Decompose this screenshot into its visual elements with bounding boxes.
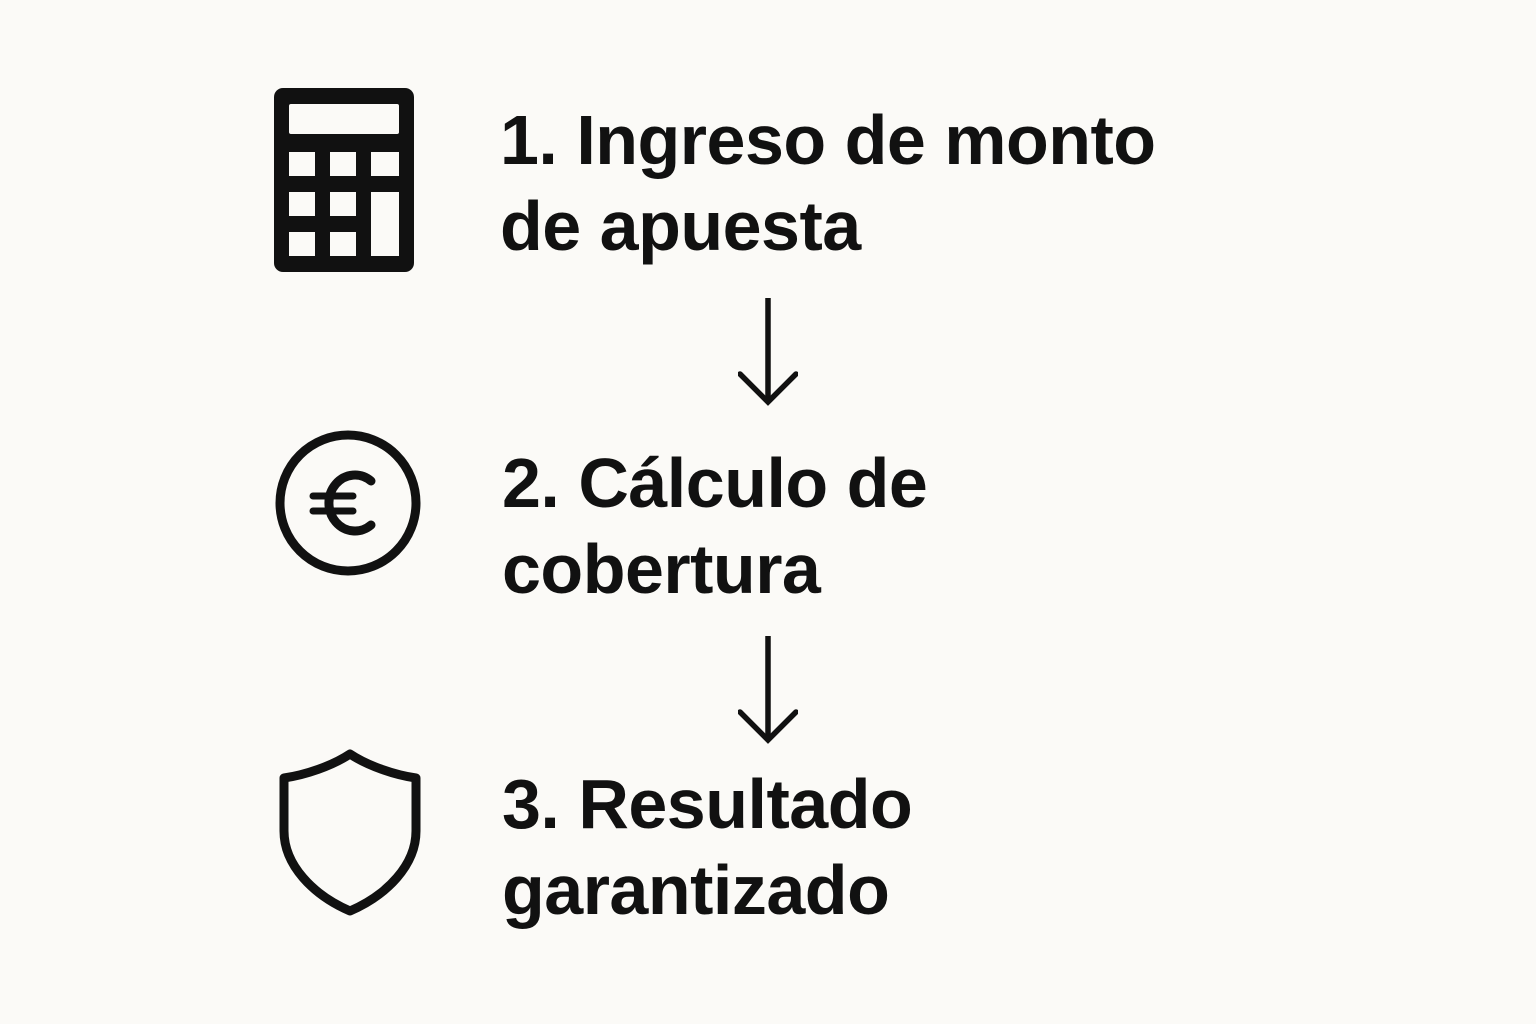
down-arrow-icon	[738, 298, 798, 406]
step-3-resultado-garantizado: 3. Resultado garantizado	[0, 745, 1536, 945]
step-2-title: 2. Cálculo de cobertura	[502, 440, 928, 612]
down-arrow-icon	[738, 636, 798, 744]
step-2-calculo-cobertura: 2. Cálculo de cobertura	[0, 420, 1536, 608]
euro-coin-icon	[275, 430, 421, 576]
step-2-title-line-1: 2. Cálculo de	[502, 444, 928, 522]
step-1-ingreso-monto: 1. Ingreso de monto de apuesta	[0, 0, 1536, 290]
step-3-title-line-1: 3. Resultado	[502, 765, 913, 843]
shield-icon	[279, 749, 421, 916]
step-3-title-line-2: garantizado	[502, 851, 890, 929]
step-3-title: 3. Resultado garantizado	[502, 761, 913, 933]
step-1-title-line-2: de apuesta	[500, 187, 861, 265]
step-1-title-line-1: 1. Ingreso de monto	[500, 101, 1156, 179]
step-2-title-line-2: cobertura	[502, 530, 821, 608]
step-1-title: 1. Ingreso de monto de apuesta	[500, 97, 1156, 269]
calculator-icon	[274, 88, 414, 272]
